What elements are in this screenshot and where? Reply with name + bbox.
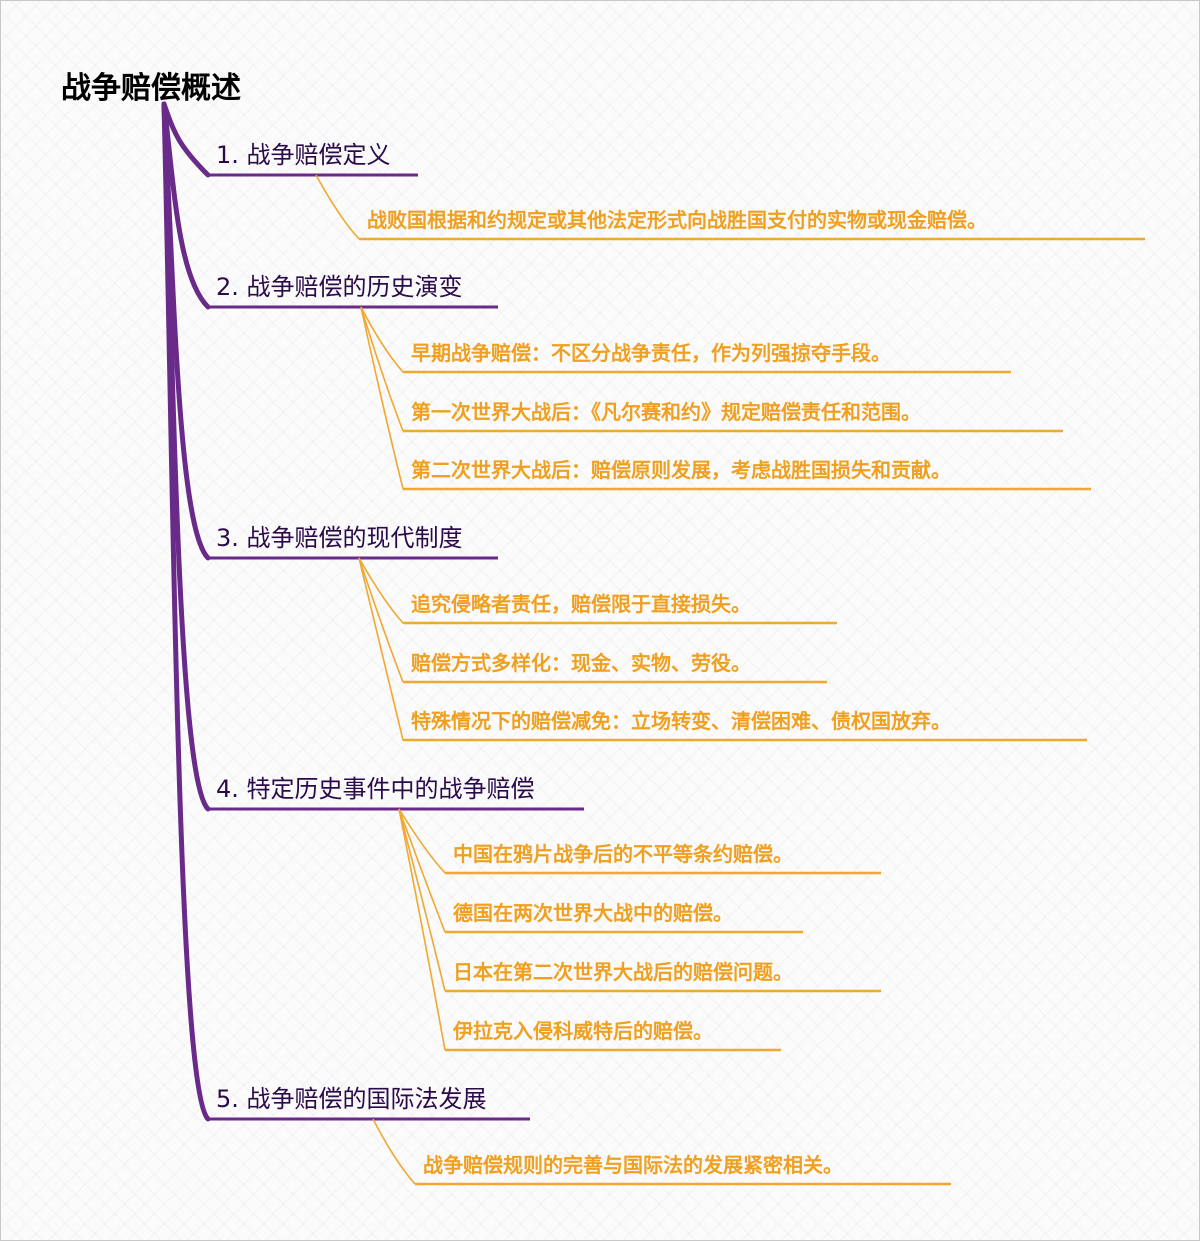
leaf-item[interactable]: 伊拉克入侵科威特后的赔偿。 — [453, 1019, 713, 1043]
leaf-item[interactable]: 追究侵略者责任，赔偿限于直接损失。 — [411, 592, 751, 616]
leaf-item[interactable]: 第二次世界大战后：赔偿原则发展，考虑战胜国损失和贡献。 — [411, 458, 951, 482]
leaf-connector — [360, 306, 404, 490]
leaf-connector — [360, 306, 404, 373]
branch-connector — [161, 101, 211, 1122]
leaf-item[interactable]: 德国在两次世界大战中的赔偿。 — [453, 901, 733, 925]
leaf-connector — [372, 1118, 416, 1185]
leaf-item[interactable]: 战败国根据和约规定或其他法定形式向战胜国支付的实物或现金赔偿。 — [367, 208, 987, 232]
leaf-connector — [360, 306, 404, 432]
branch-label[interactable]: 5. 战争赔偿的国际法发展 — [216, 1085, 487, 1113]
leaf-connector — [315, 174, 360, 240]
leaf-item[interactable]: 特殊情况下的赔偿减免：立场转变、清偿困难、债权国放弃。 — [411, 709, 951, 733]
branch-label[interactable]: 3. 战争赔偿的现代制度 — [216, 524, 463, 552]
leaf-connector — [398, 808, 446, 1051]
leaf-item[interactable]: 赔偿方式多样化：现金、实物、劳役。 — [411, 651, 751, 675]
leaf-connector — [358, 557, 404, 683]
branch-label[interactable]: 2. 战争赔偿的历史演变 — [216, 273, 463, 301]
leaf-item[interactable]: 战争赔偿规则的完善与国际法的发展紧密相关。 — [423, 1153, 843, 1177]
leaf-connector — [398, 808, 446, 933]
leaf-connector — [398, 808, 446, 992]
leaf-item[interactable]: 第一次世界大战后：《凡尔赛和约》规定赔偿责任和范围。 — [411, 400, 921, 424]
leaf-item[interactable]: 早期战争赔偿：不区分战争责任，作为列强掠夺手段。 — [411, 341, 891, 365]
leaf-item[interactable]: 中国在鸦片战争后的不平等条约赔偿。 — [453, 842, 793, 866]
leaf-connector — [358, 557, 404, 624]
leaf-item[interactable]: 日本在第二次世界大战后的赔偿问题。 — [453, 960, 793, 984]
page-title: 战争赔偿概述 — [61, 71, 241, 106]
branch-label[interactable]: 1. 战争赔偿定义 — [216, 141, 391, 169]
branch-label[interactable]: 4. 特定历史事件中的战争赔偿 — [216, 775, 535, 803]
leaf-connector — [358, 557, 404, 741]
leaf-connector — [398, 808, 446, 874]
